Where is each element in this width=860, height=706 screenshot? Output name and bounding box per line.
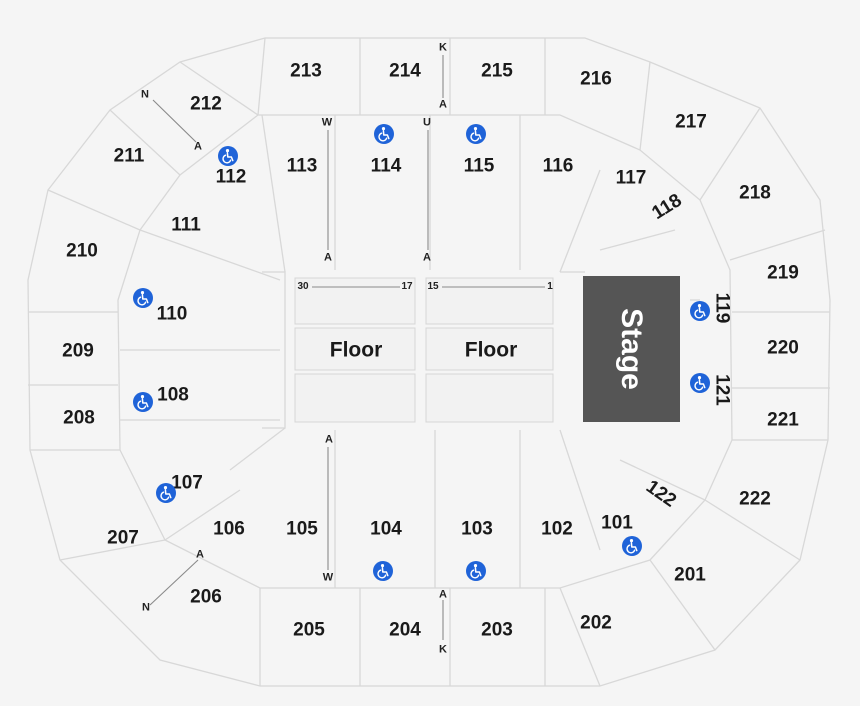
section-201[interactable]: 201 (674, 564, 706, 586)
row-a-k-top: A (439, 98, 447, 111)
section-106[interactable]: 106 (213, 518, 245, 540)
section-101[interactable]: 101 (601, 512, 633, 534)
wheelchair-icon[interactable] (622, 536, 642, 556)
section-103[interactable]: 103 (461, 518, 493, 540)
section-113[interactable]: 113 (286, 155, 318, 177)
section-116[interactable]: 116 (542, 155, 574, 177)
section-215[interactable]: 215 (481, 60, 513, 82)
row-a-bottom: A (325, 433, 333, 446)
stage (583, 276, 680, 422)
wheelchair-icon[interactable] (373, 561, 393, 581)
section-206[interactable]: 206 (190, 586, 222, 608)
wheelchair-icon[interactable] (156, 483, 176, 503)
section-104[interactable]: 104 (370, 518, 402, 540)
wheelchair-icon[interactable] (466, 124, 486, 144)
section-209[interactable]: 209 (62, 340, 94, 362)
section-222[interactable]: 222 (739, 488, 771, 510)
section-207[interactable]: 207 (107, 527, 139, 549)
floor-block-right-top (425, 277, 554, 325)
section-202[interactable]: 202 (580, 612, 612, 634)
floor-block-left-bottom (294, 373, 416, 423)
seat-17-label: 17 (401, 281, 413, 292)
section-210[interactable]: 210 (66, 240, 98, 262)
section-114[interactable]: 114 (370, 155, 402, 177)
wheelchair-icon[interactable] (374, 124, 394, 144)
floor-block-left-top (294, 277, 416, 325)
section-213[interactable]: 213 (290, 60, 322, 82)
row-a-top-right: A (423, 251, 431, 264)
section-214[interactable]: 214 (389, 60, 421, 82)
section-204[interactable]: 204 (389, 619, 421, 641)
row-u-top: U (423, 116, 431, 129)
row-a-k-bottom: A (439, 588, 447, 601)
wheelchair-icon[interactable] (690, 373, 710, 393)
section-208[interactable]: 208 (63, 407, 95, 429)
floor-right-label[interactable]: Floor (464, 338, 518, 362)
section-108[interactable]: 108 (157, 384, 189, 406)
section-121[interactable]: 121 (711, 374, 733, 406)
section-105[interactable]: 105 (286, 518, 318, 540)
row-k-bottom: K (439, 643, 447, 656)
section-212[interactable]: 212 (190, 93, 222, 115)
seat-15-label: 15 (427, 281, 439, 292)
row-a-n-top: A (194, 140, 202, 153)
floor-block-right-mid (425, 327, 554, 371)
section-203[interactable]: 203 (481, 619, 513, 641)
lower-bowl (262, 271, 286, 429)
row-w-top: W (321, 116, 333, 129)
section-211[interactable]: 211 (113, 145, 145, 167)
seat-1-label: 1 (547, 281, 553, 292)
wheelchair-icon[interactable] (218, 146, 238, 166)
section-221[interactable]: 221 (767, 409, 799, 431)
section-117[interactable]: 117 (615, 167, 647, 189)
section-218[interactable]: 218 (739, 182, 771, 204)
seat-30-label: 30 (297, 281, 309, 292)
section-205[interactable]: 205 (293, 619, 325, 641)
floor-block-right-bottom (425, 373, 554, 423)
floor-left-label[interactable]: Floor (329, 338, 383, 362)
row-n-top: N (141, 88, 149, 101)
inner-ring (117, 114, 733, 589)
row-a-top-left: A (324, 251, 332, 264)
row-k-top: K (439, 41, 447, 54)
row-w-bottom: W (322, 571, 334, 584)
wheelchair-icon[interactable] (133, 288, 153, 308)
row-a-n-bottom: A (196, 548, 204, 561)
section-111[interactable]: 111 (171, 214, 201, 236)
section-217[interactable]: 217 (675, 111, 707, 133)
section-102[interactable]: 102 (541, 518, 573, 540)
row-n-bottom: N (142, 601, 150, 614)
wheelchair-icon[interactable] (690, 301, 710, 321)
section-112[interactable]: 112 (215, 166, 247, 188)
section-110[interactable]: 110 (156, 303, 188, 325)
section-216[interactable]: 216 (580, 68, 612, 90)
stage-label: Stage (615, 308, 648, 390)
section-220[interactable]: 220 (767, 337, 799, 359)
floor-block-left-mid (294, 327, 416, 371)
wheelchair-icon[interactable] (133, 392, 153, 412)
wheelchair-icon[interactable] (466, 561, 486, 581)
section-119[interactable]: 119 (711, 292, 733, 324)
section-219[interactable]: 219 (767, 262, 799, 284)
section-115[interactable]: 115 (463, 155, 495, 177)
section-107[interactable]: 107 (171, 472, 203, 494)
